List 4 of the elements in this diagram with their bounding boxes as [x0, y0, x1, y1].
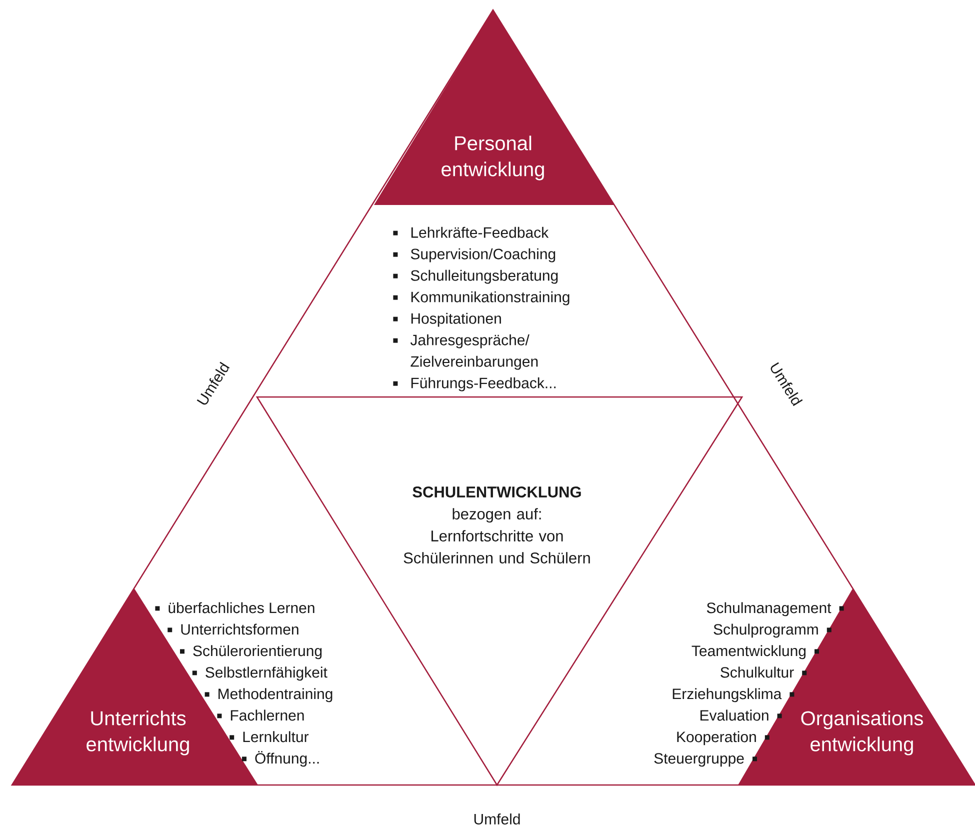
side-label: Umfeld	[474, 813, 520, 824]
corner-triangle: Personal entwicklung	[374, 10, 614, 205]
center-text: SCHULENTWICKLUNG bezogen auf: Lernfortschritte von Schülerinnen und Schülern	[404, 486, 590, 564]
bullet-list: Lehrkräfte-Feedback Supervision/Coaching Schulleitungsberatung Kommunikationstraining Hospitationen Jahresgespräche/ Zielvereinbarungen Führungs-Feedback...	[393, 226, 570, 392]
